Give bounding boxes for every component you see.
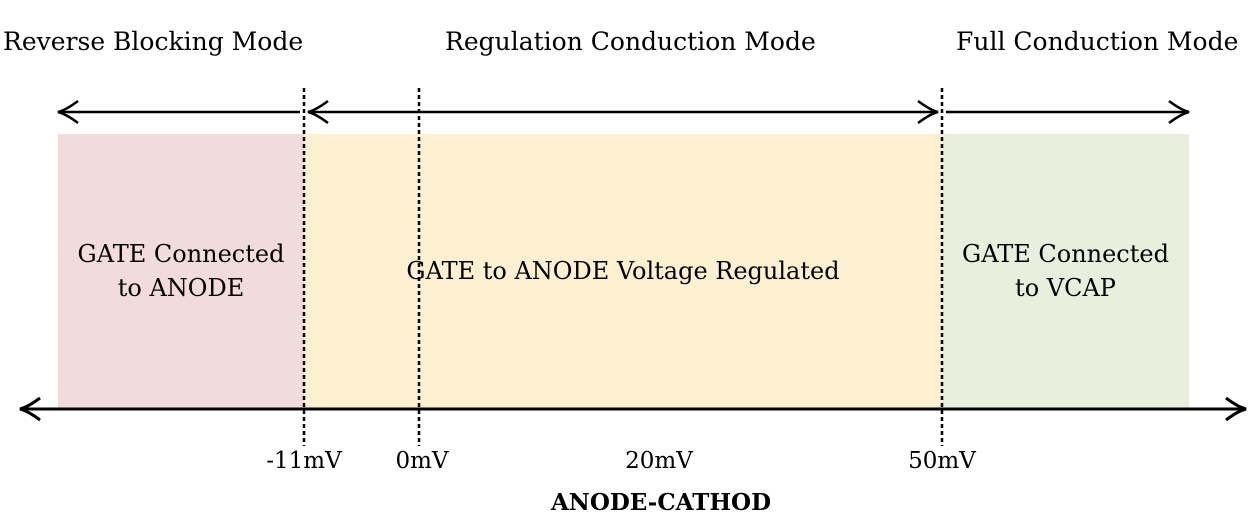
region-full-conduction-line1: GATE Connected <box>962 240 1169 268</box>
tick-label-50mv: 50mV <box>908 448 976 474</box>
x-axis <box>19 396 1247 422</box>
mode-title-regulation-conduction: Regulation Conduction Mode <box>445 27 816 56</box>
region-regulation-conduction-text: GATE to ANODE Voltage Regulated <box>406 257 840 285</box>
tick-label-minus11mv: -11mV <box>266 448 342 474</box>
tick-label-0mv: 0mV <box>395 448 449 474</box>
mode-title-full-conduction: Full Conduction Mode <box>956 27 1239 56</box>
mode-title-reverse-blocking: Reverse Blocking Mode <box>3 27 304 56</box>
region-full-conduction: GATE Connected to VCAP <box>942 134 1189 408</box>
region-regulation-conduction: GATE to ANODE Voltage Regulated <box>304 134 942 408</box>
arrow-full-conduction <box>946 99 1190 125</box>
region-full-conduction-line2: to VCAP <box>1015 274 1116 302</box>
region-reverse-blocking-line2: to ANODE <box>117 274 245 302</box>
axis-title: ANODE-CATHOD <box>550 489 772 516</box>
region-reverse-blocking: GATE Connected to ANODE <box>58 134 304 408</box>
arrow-regulation-conduction <box>307 99 939 125</box>
arrow-reverse-blocking <box>57 99 300 125</box>
region-reverse-blocking-line1: GATE Connected <box>77 240 285 268</box>
tick-label-20mv: 20mV <box>625 448 693 474</box>
